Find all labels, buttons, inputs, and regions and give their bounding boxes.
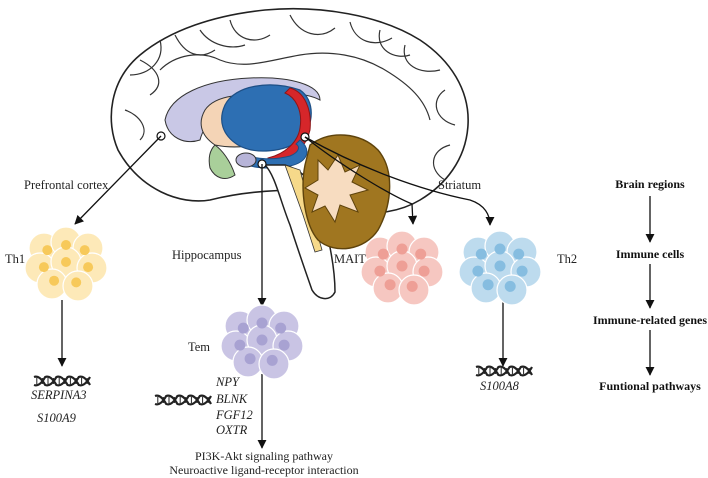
th2-nucleus: [516, 265, 528, 277]
flow-functional-pathways: Funtional pathways: [599, 379, 701, 393]
tem-nucleus: [278, 339, 290, 351]
gene-s100a8: S100A8: [480, 379, 520, 393]
flow-brain-regions: Brain regions: [615, 177, 685, 191]
mait-nucleus: [415, 248, 427, 260]
gene-npy: NPY: [215, 375, 241, 389]
prefrontal-cortex-label: Prefrontal cortex: [24, 178, 109, 192]
arrows: [57, 135, 655, 449]
striatum-label: Striatum: [438, 178, 481, 192]
th1-nucleus: [79, 245, 90, 256]
th2-label: Th2: [557, 252, 577, 266]
mait-nucleus: [384, 279, 396, 291]
tem-nucleus: [256, 334, 268, 346]
th2-nucleus: [504, 280, 516, 292]
arrow-striatum-mait: [304, 136, 418, 225]
th2-nucleus: [475, 248, 487, 260]
hippocampus-structure: [235, 152, 257, 168]
mait-nucleus: [396, 243, 408, 255]
th1-nucleus: [49, 275, 60, 286]
gene-s100a9: S100A9: [37, 411, 77, 425]
brain-illustration: [110, 7, 469, 300]
th1-nucleus: [61, 240, 71, 250]
mait-nucleus: [418, 265, 430, 277]
th1-label: Th1: [5, 252, 25, 266]
gene-fgf12: FGF12: [215, 408, 253, 422]
th2-nucleus: [494, 260, 506, 272]
tem-nucleus: [266, 354, 278, 366]
gene-blnk: BLNK: [216, 392, 248, 406]
hypothalamus: [208, 144, 236, 179]
th2-nucleus: [482, 279, 494, 291]
flow-immune-cells: Immune cells: [616, 247, 685, 261]
th1-nucleus: [71, 277, 82, 288]
pathway-pi3k-akt: PI3K-Akt signaling pathway: [195, 449, 333, 463]
th2-nucleus: [513, 248, 525, 260]
tem-nucleus: [237, 322, 249, 334]
th1-nucleus: [61, 257, 71, 267]
cerebellum-inner: [303, 153, 370, 224]
gene-oxtr: OXTR: [216, 423, 248, 437]
dna-icon: [154, 394, 212, 406]
hippocampus-label: Hippocampus: [172, 248, 242, 262]
tem-nucleus: [244, 353, 256, 365]
th1-nucleus: [38, 262, 49, 273]
th2-nucleus: [494, 243, 506, 255]
tem-nucleus: [234, 339, 246, 351]
th2-cell-cluster: [458, 230, 542, 306]
mait-nucleus: [374, 265, 386, 277]
gene-serpina3: SERPINA3: [31, 388, 87, 402]
mait-nucleus: [396, 260, 408, 272]
tem-nucleus: [256, 317, 268, 329]
mait-cell-cluster: [360, 230, 444, 306]
flow-immune-genes: Immune-related genes: [593, 313, 707, 327]
th1-nucleus: [83, 262, 94, 273]
mait-nucleus: [377, 248, 389, 260]
tem-nucleus: [275, 322, 287, 334]
dna-icons: [33, 365, 533, 406]
mait-label: MAIT: [334, 252, 366, 266]
tem-label: Tem: [188, 340, 210, 354]
tem-cell-cluster: [220, 304, 304, 380]
arrow-striatum-th2: [304, 136, 495, 226]
pathway-neuroactive: Neuroactive ligand-receptor interaction: [169, 463, 358, 477]
cell-clusters: [24, 226, 542, 380]
gyri-lines: [124, 14, 456, 181]
arrow-prefrontal-th1: [74, 135, 162, 225]
th2-nucleus: [472, 265, 484, 277]
mait-nucleus: [406, 280, 418, 292]
dna-icon: [33, 375, 91, 387]
dna-icon: [475, 365, 533, 377]
th1-cell-cluster: [24, 226, 108, 302]
th1-nucleus: [42, 245, 53, 256]
